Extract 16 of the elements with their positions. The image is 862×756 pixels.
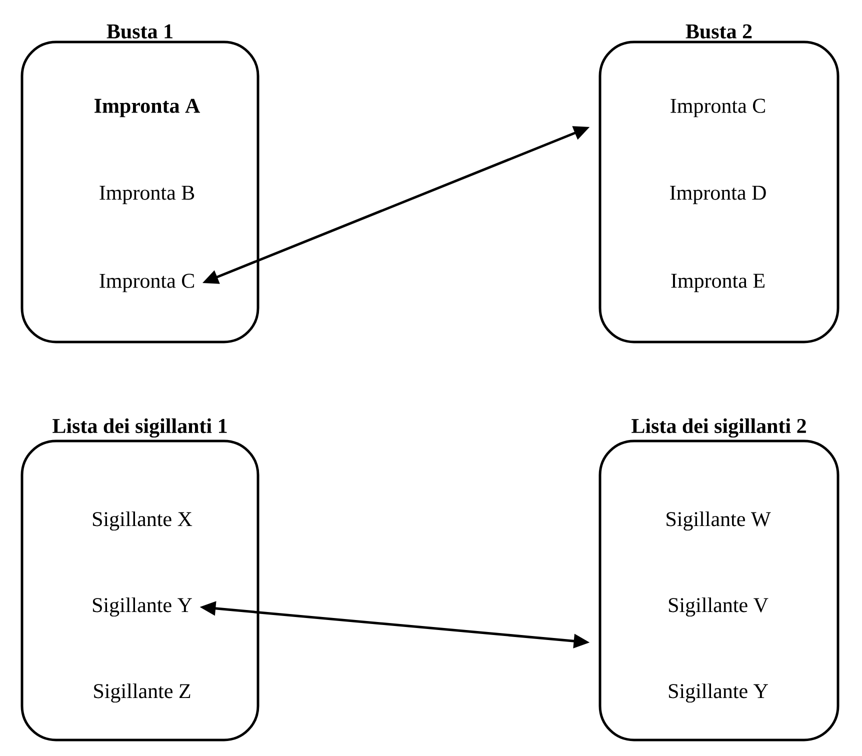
item-label: Sigillante W [666,511,771,531]
item-label: Sigillante X [92,511,192,531]
item-label: Sigillante Z [94,683,190,703]
item-label: Impronta E [671,274,764,292]
node-label: Lista dei sigillanti 2 [632,418,806,438]
item-label: Sigillante Y [668,683,768,703]
item-label: Sigillante V [668,597,768,617]
item-label: Impronta C [100,274,194,292]
item-label: Impronta C [670,98,765,118]
node-label: Lista dei sigillanti 1 [52,418,227,438]
node-label: Busta 2 [686,24,752,39]
node-label: Busta 1 [106,24,172,39]
item-label: Impronta D [670,186,766,204]
item-label: Sigillante Y [92,597,192,617]
item-label: Impronta A [94,98,200,118]
item-label: Impronta B [100,186,194,204]
